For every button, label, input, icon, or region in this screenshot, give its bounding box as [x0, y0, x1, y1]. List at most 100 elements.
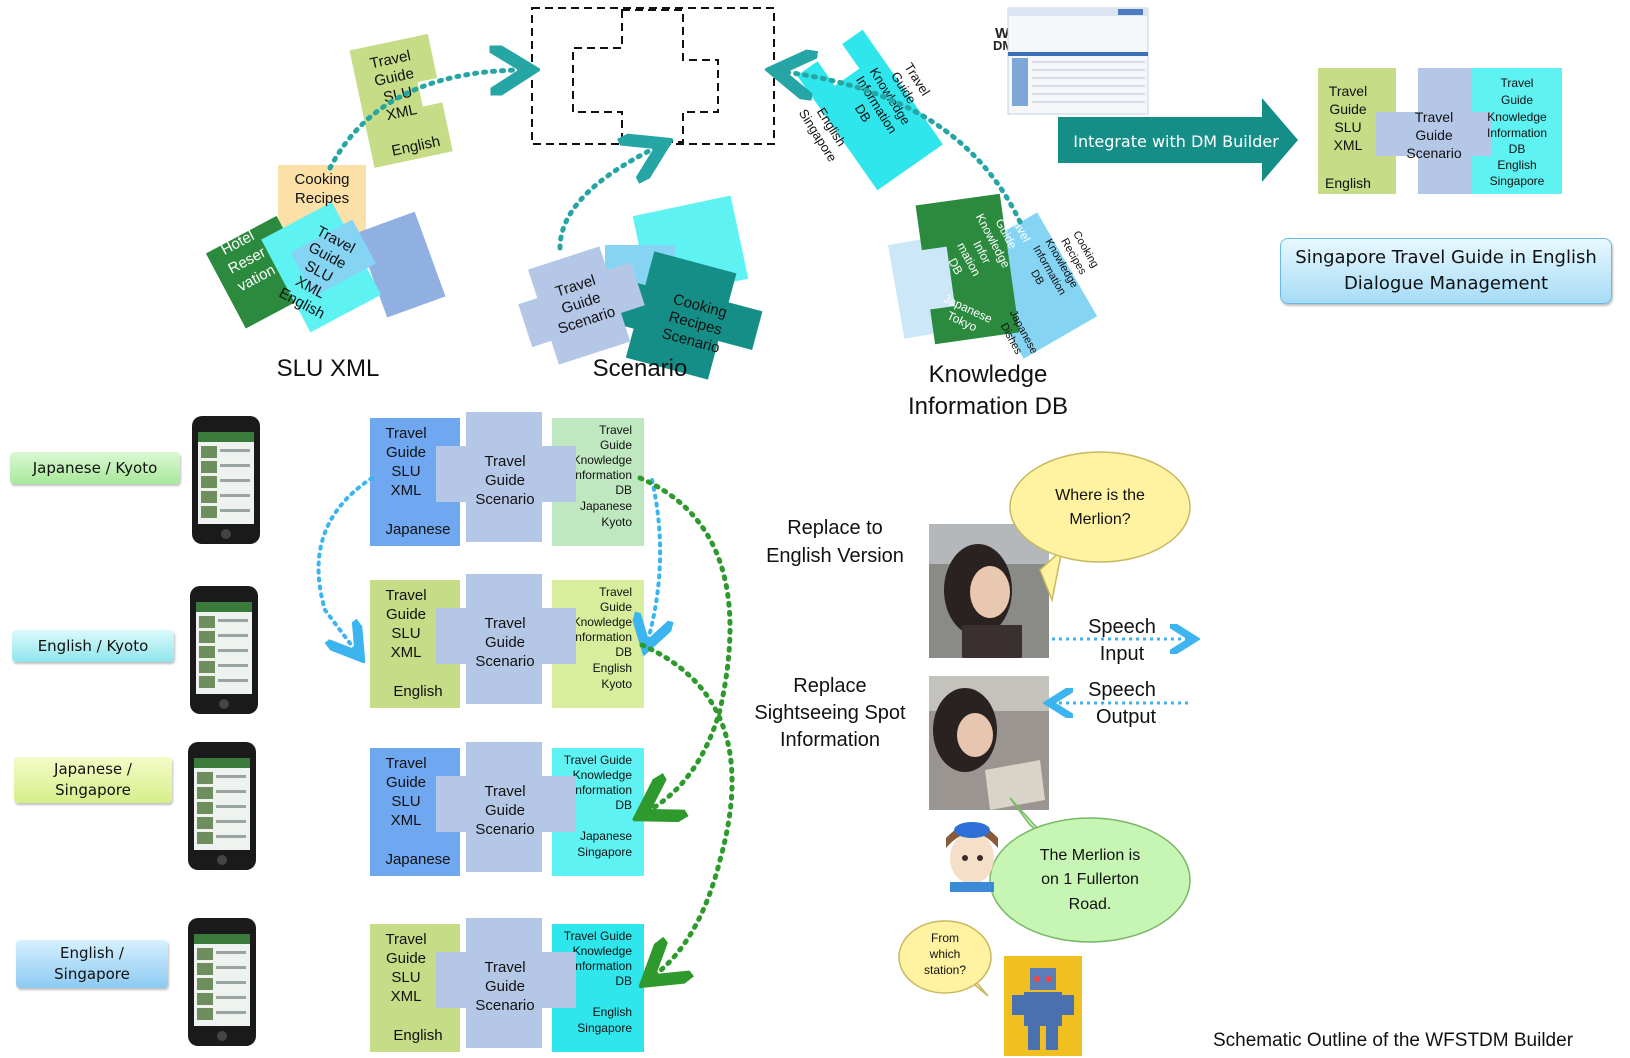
result-slu-line: SLU — [1334, 119, 1361, 135]
kidb-line: DB — [615, 645, 632, 659]
slu-stack-cooking-line: Recipes — [295, 190, 349, 207]
kidb-line: Travel — [599, 585, 632, 599]
top-arrows — [327, 70, 1023, 251]
scenario-line: Scenario — [475, 491, 534, 508]
caption-kidb-line2: Information DB — [908, 393, 1068, 420]
kidb-line: Travel Guide — [564, 929, 633, 943]
integration-target-frame — [531, 7, 775, 145]
result-slu-line: Travel — [1329, 83, 1367, 99]
kidb-line: Travel Guide — [564, 753, 633, 767]
scenario-line: Scenario — [475, 821, 534, 838]
slu-line: Travel — [385, 755, 426, 772]
speech-output-arrow: Speech Output — [1055, 679, 1188, 728]
scenario-line: Travel — [484, 453, 525, 470]
kidb-line: Singapore — [577, 845, 632, 859]
result-composite: Travel Guide SLU XML English Travel Guid… — [1318, 68, 1562, 194]
kidb-dark-line: DB — [945, 256, 965, 277]
replace-english-line1: Replace to — [787, 517, 883, 539]
robot-toy-image — [1004, 956, 1082, 1056]
slu-line: Travel — [385, 587, 426, 604]
kidb-line: Travel — [599, 423, 632, 437]
bubble-where-line: Merlion? — [1069, 511, 1130, 528]
result-kidb-line: Singapore — [1490, 174, 1545, 188]
result-kidb-line: Knowledge — [1487, 110, 1547, 124]
bubble-merlion-line: Road. — [1069, 896, 1112, 913]
scenario-line: Travel — [484, 959, 525, 976]
result-scenario-line: Guide — [1415, 127, 1453, 143]
kidb-line: Guide — [600, 438, 632, 452]
scenario-line: Guide — [485, 634, 525, 651]
scenario-line: Travel — [484, 615, 525, 632]
row-label-line: Japanese / — [54, 760, 132, 778]
kidb-piece: TravelGuideKnowledgeInformationDBEnglish… — [552, 580, 644, 708]
result-kidb-line: Guide — [1501, 93, 1533, 107]
bubble-where: Where is the Merlion? — [1009, 451, 1191, 603]
bubble-station-line: which — [929, 947, 961, 961]
bubble-merlion: The Merlion is on 1 Fullerton Road. — [989, 797, 1191, 943]
kidb-line: English — [593, 1005, 632, 1019]
phone-screenshot — [192, 416, 260, 544]
slu-xml-stack — [205, 165, 446, 333]
kidb-line: Knowledge — [573, 768, 633, 782]
scenario-line: Scenario — [475, 653, 534, 670]
speech-input-line: Input — [1100, 643, 1145, 665]
slu-line: XML — [391, 482, 422, 499]
anime-guide-character — [946, 822, 998, 892]
bubble-station: From which station? — [898, 920, 992, 997]
slu-line: English — [393, 683, 442, 700]
bubble-merlion-line: The Merlion is — [1040, 847, 1140, 864]
kidb-piece: Travel GuideKnowledgeInformationDBJapane… — [552, 748, 644, 876]
result-slu-line: English — [1325, 175, 1371, 191]
row-label-line: Japanese / Kyoto — [32, 458, 158, 477]
kidb-line: DB — [615, 974, 632, 988]
kidb-line: DB — [615, 483, 632, 497]
result-label-line: Dialogue Management — [1343, 273, 1549, 294]
slu-stack-cooking-label: Cooking Recipes — [294, 171, 349, 207]
photo-woman-map — [929, 676, 1049, 810]
kidb-line: Guide — [600, 600, 632, 614]
phone-screenshot — [188, 742, 256, 870]
result-scenario-line: Scenario — [1406, 145, 1461, 161]
kidb-line: Knowledge — [573, 615, 633, 629]
scenario-line: Travel — [484, 783, 525, 800]
speech-input-line: Speech — [1088, 616, 1156, 638]
slu-line: Japanese — [385, 851, 450, 868]
scenario-line: Guide — [485, 802, 525, 819]
row-label-line: Singapore — [54, 965, 130, 983]
bubble-station-line: station? — [924, 963, 966, 977]
slu-line: SLU — [391, 625, 420, 642]
slu-stack-front-label: Travel Guide SLU XML English — [276, 223, 358, 323]
kidb-line: Singapore — [577, 1021, 632, 1035]
result-kidb-line: English — [1497, 158, 1536, 172]
kidb-line: Kyoto — [601, 515, 632, 529]
integrate-arrow: Integrate with DM Builder — [1058, 98, 1298, 182]
result-scenario-line: Travel — [1415, 109, 1453, 125]
bubble-merlion-line: on 1 Fullerton — [1041, 871, 1139, 888]
result-kidb-line: Travel — [1501, 76, 1534, 90]
caption-slu-xml: SLU XML — [277, 355, 380, 382]
slu-line: Travel — [385, 425, 426, 442]
speech-output-line: Output — [1096, 706, 1156, 728]
footer-caption: Schematic Outline of the WFSTDM Builder — [1213, 1030, 1574, 1051]
caption-kidb-line1: Knowledge — [929, 361, 1048, 388]
result-kidb-line: DB — [1509, 142, 1526, 156]
caption-scenario: Scenario — [593, 355, 688, 382]
slu-line: XML — [391, 812, 422, 829]
scenario-line: Guide — [485, 978, 525, 995]
result-slu-line: Guide — [1329, 101, 1367, 117]
kidb-line: Japanese — [580, 499, 632, 513]
rows-layer: TravelGuideSLUXMLJapaneseTravelGuideKnow… — [188, 412, 644, 1052]
row-label-line: English / — [60, 944, 124, 962]
scenario-line: Guide — [485, 472, 525, 489]
slu-stack-cooking-line: Cooking — [294, 171, 349, 188]
replace-spot-line2: Sightseeing Spot — [754, 702, 906, 724]
kidb-line: Information — [572, 630, 632, 644]
row-label-english-kyoto: English / Kyoto — [12, 630, 174, 662]
row-label-line: Singapore — [55, 781, 131, 799]
